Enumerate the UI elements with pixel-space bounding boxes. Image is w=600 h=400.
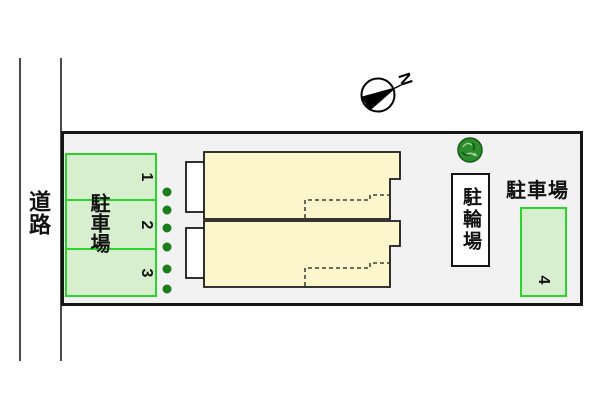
hedge-dot [162,242,172,252]
parking-stall-divider [65,248,157,250]
road-label: 道路 [26,190,51,236]
parking-label-right: 駐車場 [506,180,569,202]
tree-icon [457,137,483,163]
road-edge-line-left [19,58,21,361]
bicycle-parking-box: 駐輪場 [451,173,490,267]
building-2 [203,220,401,288]
building-2-porch [185,227,206,279]
building-1-roofline-dashed [304,194,390,218]
compass-icon [360,77,402,113]
parking-stall-divider [65,199,157,201]
building-2-roofline-dashed [304,262,390,286]
hedge-dot [162,223,172,233]
building-1 [203,151,401,220]
hedge-dot [162,187,172,197]
hedge-dot [162,205,172,215]
hedge-dots [162,187,172,294]
hedge-dot [162,284,172,294]
parking-area-left [65,153,157,297]
hedge-dot [162,264,172,274]
parking-label-left: 駐車場 [87,193,109,253]
building-1-porch [185,161,206,213]
parking-stall-4 [520,207,567,297]
bicycle-parking-label: 駐輪場 [460,187,481,253]
